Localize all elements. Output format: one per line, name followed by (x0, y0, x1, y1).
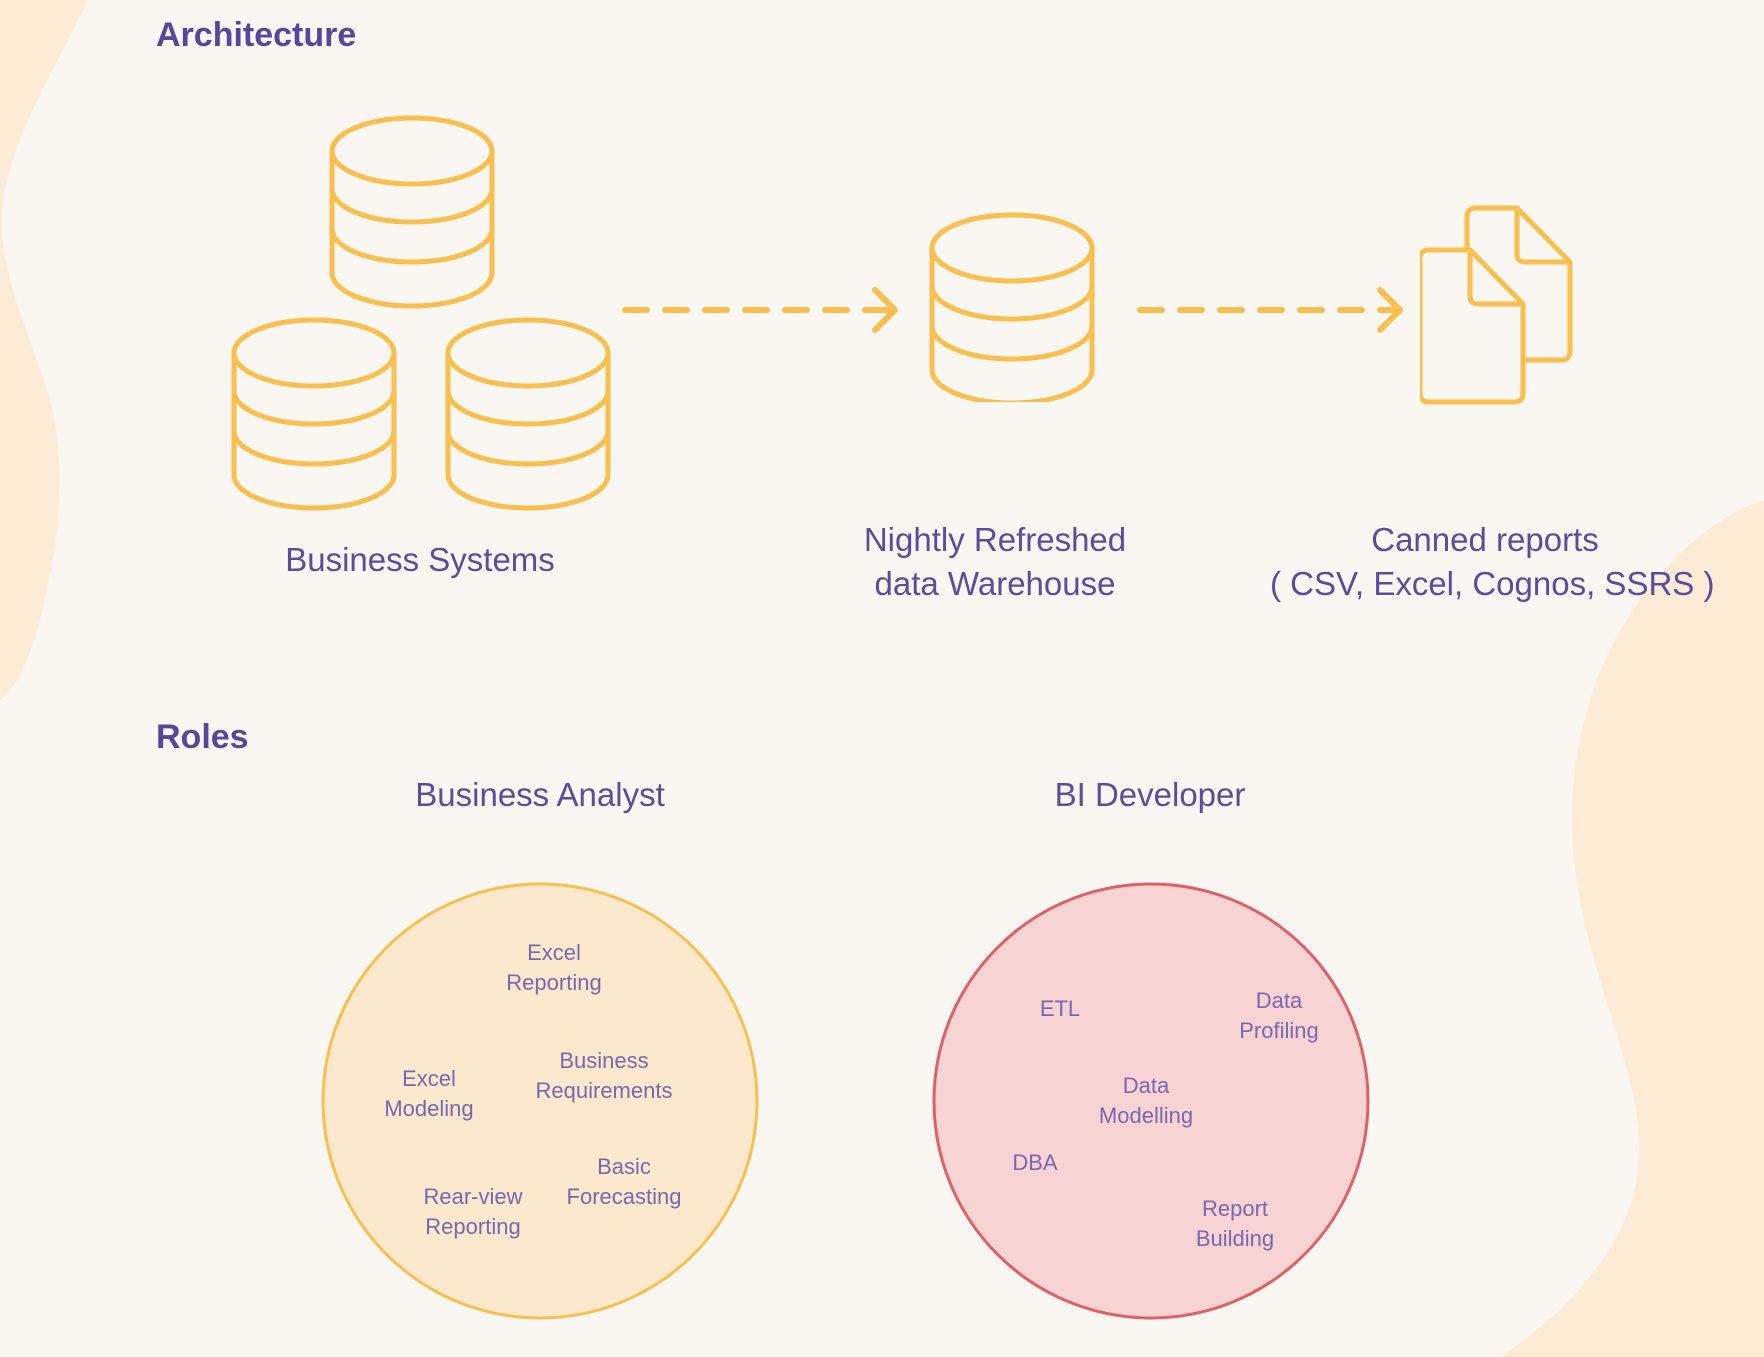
skill-excel-reporting: Excel Reporting (506, 940, 602, 995)
reports-label: Canned reports ( CSV, Excel, Cognos, SSR… (1270, 518, 1715, 606)
reports-documents-icon (1420, 205, 1573, 405)
skill-excel-modeling: Excel Modeling (384, 1066, 474, 1121)
business-systems-databases-icon (231, 115, 611, 511)
database-icon-top (329, 115, 495, 309)
left-blob (0, 0, 88, 700)
skill-business-requirements: Business Requirements (535, 1048, 673, 1103)
warehouse-label-line1: Nightly Refreshed (863, 521, 1127, 558)
reports-label-line1: Canned reports (1371, 521, 1599, 558)
business-systems-label: Business Systems (285, 541, 555, 578)
skill-dba: DBA (1012, 1150, 1058, 1175)
warehouse-label: Nightly Refreshed data Warehouse (820, 518, 1170, 606)
warehouse-database-icon (929, 212, 1095, 402)
skill-data-modelling: Data Modelling (1098, 1073, 1194, 1128)
bi-developer-title: BI Developer (1054, 776, 1246, 813)
skill-data-profiling: Data Profiling (1239, 988, 1319, 1043)
skill-basic-forecasting: Basic Forecasting (566, 1154, 682, 1209)
database-icon-left (231, 317, 397, 511)
database-icon-right (445, 317, 611, 511)
skill-etl: ETL (1039, 996, 1081, 1021)
architecture-title: Architecture (156, 16, 357, 54)
warehouse-label-line2: data Warehouse (874, 565, 1116, 602)
flow-arrow-1-icon (622, 287, 898, 333)
business-analyst-title: Business Analyst (415, 776, 665, 813)
flow-arrow-2-icon (1137, 287, 1403, 333)
skill-rear-view-reporting: Rear-view Reporting (423, 1184, 523, 1239)
roles-title: Roles (156, 718, 249, 756)
reports-label-line2: ( CSV, Excel, Cognos, SSRS ) (1270, 565, 1715, 602)
document-front (1420, 247, 1526, 405)
right-blob (1500, 500, 1764, 1357)
skill-report-building: Report Building (1195, 1196, 1275, 1251)
